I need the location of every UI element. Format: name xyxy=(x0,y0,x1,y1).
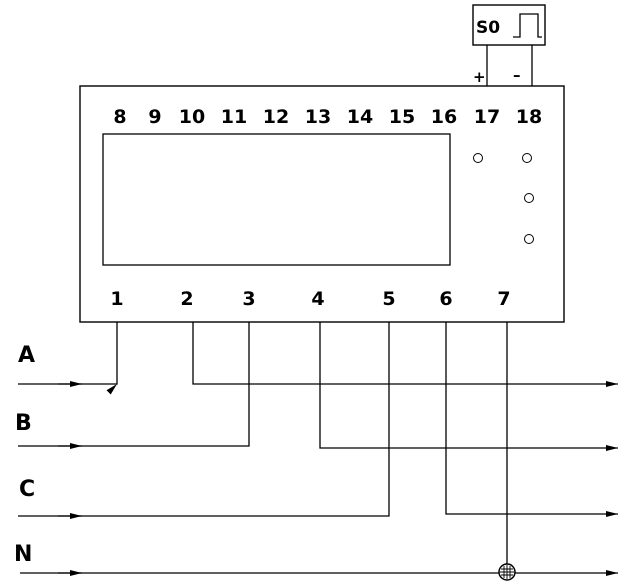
so-label: S0 xyxy=(476,18,500,38)
terminal-label-9: 9 xyxy=(148,106,161,128)
phase-label-b: B xyxy=(15,411,32,436)
indicator-led xyxy=(524,193,534,203)
so-plus-sign: + xyxy=(473,68,486,86)
meter-display xyxy=(102,133,451,266)
wire-c-out xyxy=(445,322,618,517)
terminal-label-2: 2 xyxy=(180,288,193,310)
terminal-label-16: 16 xyxy=(431,106,457,128)
so-minus-sign: – xyxy=(513,66,521,84)
so-pulse-box: S0 xyxy=(472,4,546,46)
phase-label-a: A xyxy=(18,343,35,368)
terminal-label-18: 18 xyxy=(516,106,542,128)
wire-b-in xyxy=(18,322,250,447)
terminal-label-5: 5 xyxy=(382,288,395,310)
wire-c-in xyxy=(18,322,390,517)
wire-a-out xyxy=(192,322,618,387)
terminal-label-1: 1 xyxy=(110,288,123,310)
indicator-led xyxy=(524,234,534,244)
wire-b-out xyxy=(319,322,618,451)
terminal-label-4: 4 xyxy=(311,288,324,310)
terminal-label-7: 7 xyxy=(497,288,510,310)
phase-label-c: C xyxy=(19,477,35,502)
terminal-label-17: 17 xyxy=(474,106,500,128)
terminal-label-12: 12 xyxy=(263,106,289,128)
terminal-label-8: 8 xyxy=(113,106,126,128)
indicator-led xyxy=(522,153,532,163)
indicator-led xyxy=(473,153,483,163)
wire-a-in xyxy=(18,322,118,395)
phase-label-n: N xyxy=(14,542,32,567)
terminal-label-11: 11 xyxy=(221,106,247,128)
terminal-label-15: 15 xyxy=(389,106,415,128)
terminal-label-10: 10 xyxy=(179,106,205,128)
terminal-label-13: 13 xyxy=(305,106,331,128)
terminal-label-6: 6 xyxy=(439,288,452,310)
terminal-label-3: 3 xyxy=(242,288,255,310)
pulse-icon xyxy=(513,13,542,38)
neutral-junction-node xyxy=(498,563,516,581)
terminal-label-14: 14 xyxy=(347,106,373,128)
